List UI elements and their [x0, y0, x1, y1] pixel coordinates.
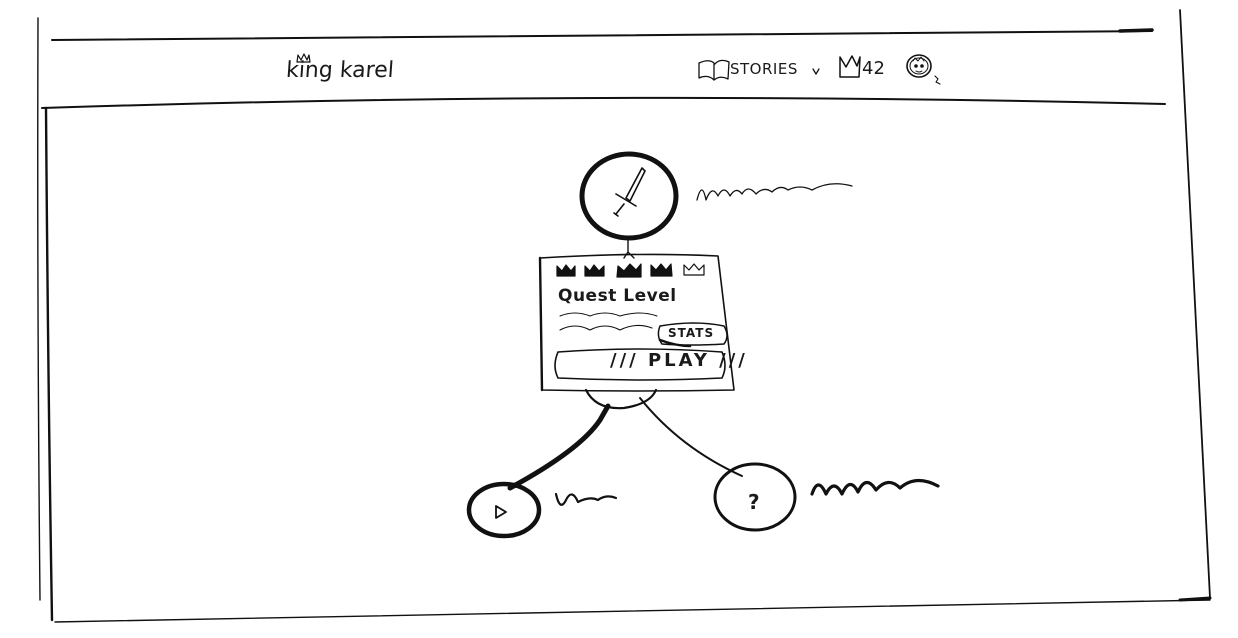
- play-icon: [495, 505, 507, 519]
- quest-rating: [556, 263, 705, 278]
- stats-button[interactable]: STATS: [668, 326, 715, 340]
- sword-icon: [613, 167, 646, 217]
- app-brand[interactable]: king karel: [285, 58, 395, 83]
- edge-to-left-node: [507, 403, 611, 491]
- child-left-description-scribble: [554, 492, 618, 506]
- crown-icon: [616, 263, 642, 278]
- quest-title: Quest Level: [558, 286, 677, 306]
- unknown-node-label: ?: [748, 490, 760, 514]
- crown-outline-icon: [683, 263, 705, 276]
- child-right-description-scribble: [810, 478, 940, 496]
- stories-menu-button[interactable]: STORIES: [730, 60, 798, 78]
- crown-counter-icon: [839, 55, 861, 78]
- frame-right-border: [1179, 9, 1211, 599]
- book-icon[interactable]: [698, 59, 730, 81]
- crown-icon: [556, 264, 576, 277]
- play-button[interactable]: /// PLAY ///: [610, 350, 748, 371]
- edge-to-right-node: [639, 397, 743, 477]
- play-button-outline[interactable]: [554, 348, 726, 381]
- crown-icon: [650, 263, 673, 277]
- quest-node[interactable]: [579, 151, 679, 241]
- child-node-left[interactable]: [466, 481, 542, 539]
- crown-icon: [296, 53, 311, 63]
- frame-bottom-border: [54, 599, 1211, 623]
- crown-count: 42: [862, 58, 885, 79]
- frame-left-border: [44, 106, 54, 622]
- crown-icon: [584, 264, 605, 277]
- header-bottom-line: [41, 96, 1166, 109]
- header-top-line: [51, 30, 1153, 41]
- child-node-right[interactable]: [713, 462, 797, 532]
- quest-description-scribble: [696, 183, 853, 201]
- quest-summary-scribble: [559, 324, 653, 331]
- quest-card: [538, 253, 735, 392]
- frame-left-edge: [37, 17, 41, 601]
- king-avatar-icon[interactable]: [906, 54, 941, 85]
- chevron-down-icon[interactable]: [812, 68, 820, 75]
